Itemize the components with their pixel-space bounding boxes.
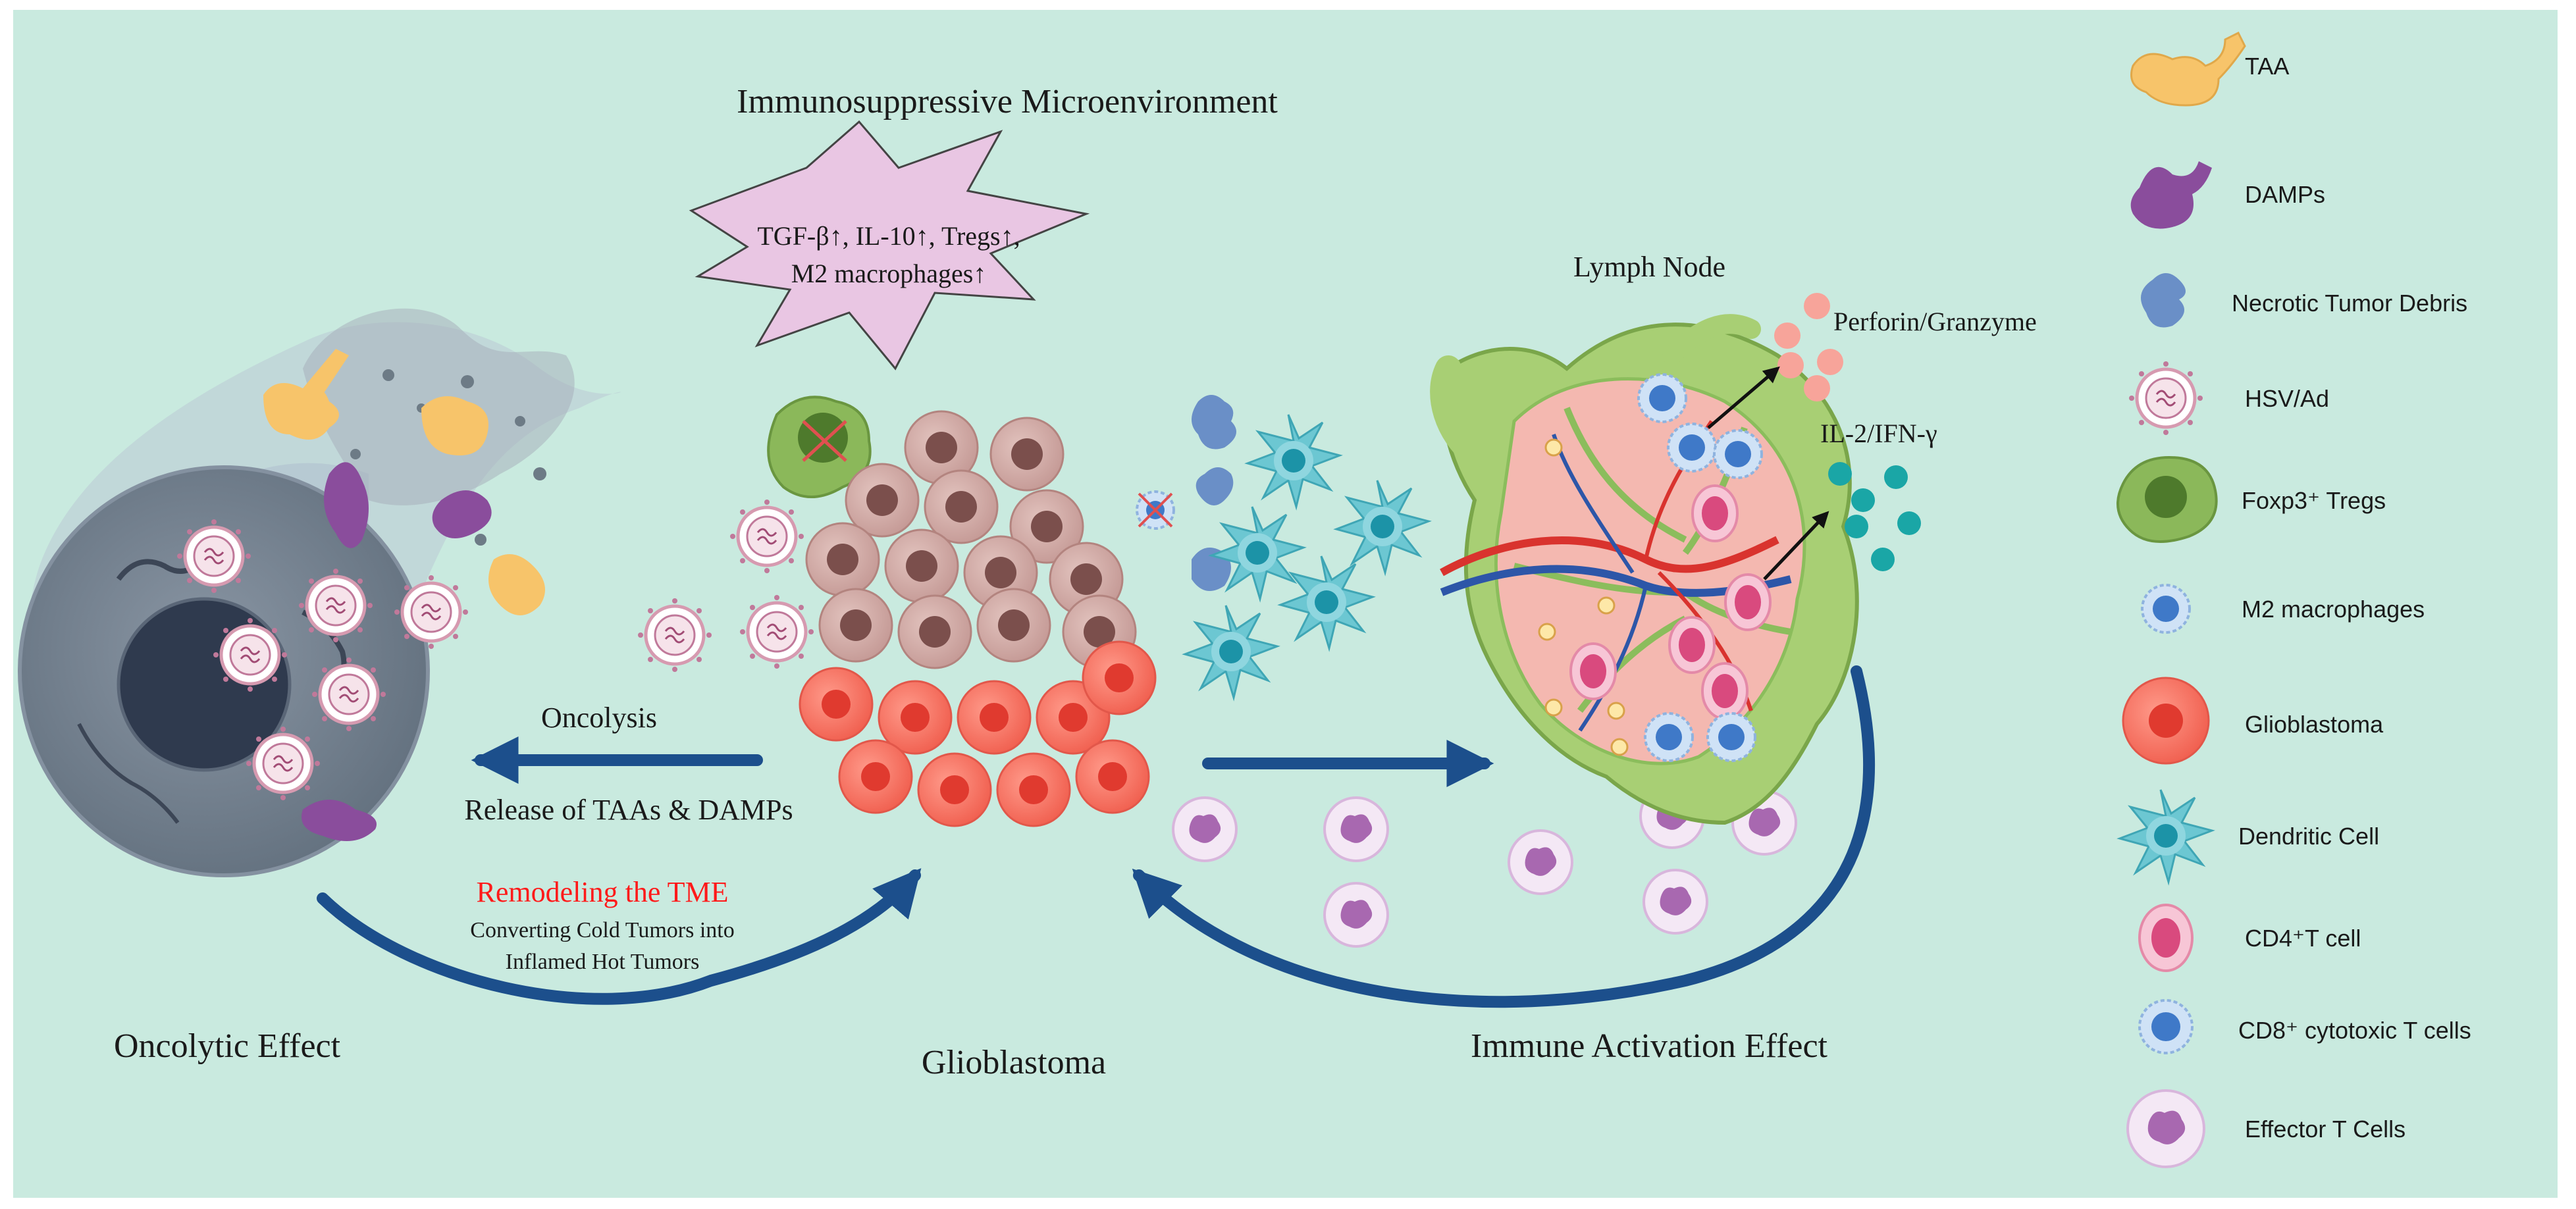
perforin-granules <box>1774 293 1843 401</box>
glioblastoma-icon <box>2122 677 2210 765</box>
legend-label-cd8: CD8⁺ cytotoxic T cells <box>2238 1017 2471 1044</box>
section-glioblastoma: Glioblastoma <box>921 1044 1107 1081</box>
cytokine-label: IL-2/IFN-γ <box>1820 419 1937 448</box>
cd8-icon <box>2138 999 2194 1054</box>
legend-label-cd4: CD4⁺T cell <box>2245 925 2361 952</box>
taa-icon <box>2130 31 2246 107</box>
lymph-node-label: Lymph Node <box>1573 251 1725 283</box>
effector-icon <box>2126 1089 2205 1168</box>
legend-label-dendritic: Dendritic Cell <box>2238 823 2380 850</box>
legend-icons <box>2116 31 2246 1168</box>
legend-label-damps: DAMPs <box>2245 181 2326 208</box>
cytokine-granules <box>1828 462 1921 571</box>
oncolytic-cell-illustration <box>18 308 621 877</box>
legend-label-taa: TAA <box>2245 53 2290 80</box>
immune-return-arrow <box>1132 665 1876 1008</box>
cd4-icon <box>2138 904 2194 972</box>
star-text-line2: M2 macrophages↑ <box>791 259 987 288</box>
damps-icon <box>2130 161 2212 229</box>
remodeling-arrow <box>317 868 922 1005</box>
legend-label-virus: HSV/Ad <box>2245 385 2330 412</box>
section-immune: Immune Activation Effect <box>1471 1027 1827 1065</box>
virus-icon <box>2129 361 2203 435</box>
section-oncolytic: Oncolytic Effect <box>113 1027 341 1065</box>
legend-label-treg: Foxp3⁺ Tregs <box>2242 487 2386 514</box>
legend-label-glioblastoma: Glioblastoma <box>2245 711 2384 738</box>
m2-icon <box>2141 584 2191 634</box>
remodel-line1: Converting Cold Tumors into <box>470 918 735 942</box>
legend-label-effector: Effector T Cells <box>2245 1116 2406 1143</box>
diagram-title: Immunosuppressive Microenvironment <box>737 83 1278 120</box>
immunosuppressive-star <box>689 120 1090 371</box>
lymph-node-illustration <box>1430 314 1859 825</box>
debris-icon <box>2141 273 2186 328</box>
legend-label-debris: Necrotic Tumor Debris <box>2232 290 2468 317</box>
remodel-line2: Inflamed Hot Tumors <box>505 950 700 974</box>
legend-label-m2: M2 macrophages <box>2242 596 2425 623</box>
perforin-label: Perforin/Granzyme <box>1833 307 2037 336</box>
remodel-title: Remodeling the TME <box>476 876 729 908</box>
oncolysis-label: Oncolysis <box>541 702 657 734</box>
glioblastoma-mass <box>638 395 1430 827</box>
star-text-line1: TGF-β↑, IL-10↑, Tregs↑, <box>757 221 1020 251</box>
treg-icon <box>2116 455 2218 543</box>
release-label: Release of TAAs & DAMPs <box>464 794 793 826</box>
